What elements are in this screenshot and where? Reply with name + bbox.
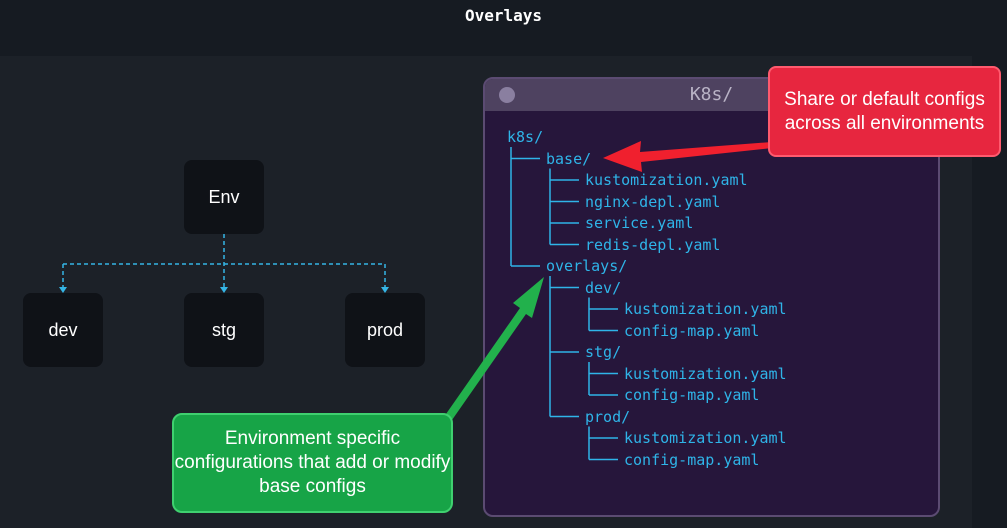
callout-shared-configs: Share or default configs across all envi… [768, 66, 1001, 157]
page-title: Overlays [464, 6, 543, 25]
node-prod: prod [345, 293, 425, 367]
tree-item: config-map.yaml [624, 386, 760, 404]
tree-item: prod/ [585, 407, 631, 426]
tree-item: stg/ [585, 343, 622, 361]
tree-item: kustomization.yaml [624, 300, 787, 318]
tree-lines [510, 147, 618, 461]
arrowhead-dev [59, 287, 67, 293]
tree-item: nginx-depl.yaml [585, 192, 721, 211]
top-bar: Overlays [0, 0, 1007, 56]
tree-item: redis-depl.yaml [585, 235, 721, 254]
tree-item: base/ [546, 149, 592, 168]
tree-item: k8s/ [507, 128, 544, 146]
tree-item: config-map.yaml [624, 450, 760, 469]
node-env: Env [184, 160, 264, 234]
node-dev: dev [23, 293, 103, 367]
tree-item: service.yaml [585, 214, 694, 232]
arrowhead-prod [381, 287, 389, 293]
node-stg: stg [184, 293, 264, 367]
tree-item: kustomization.yaml [585, 171, 748, 189]
tree-item: kustomization.yaml [624, 364, 787, 383]
window-dot-icon[interactable] [499, 87, 515, 103]
callout-environment-configs: Environment specific configurations that… [172, 413, 453, 513]
tree-item: kustomization.yaml [624, 429, 787, 447]
tree-item: config-map.yaml [624, 321, 760, 340]
green-arrow-icon [446, 277, 544, 420]
red-arrow-icon [603, 141, 772, 172]
tree-item: dev/ [585, 278, 622, 297]
terminal-title: K8s/ [689, 84, 734, 105]
arrowhead-stg [220, 287, 228, 293]
tree-item: overlays/ [546, 257, 628, 275]
